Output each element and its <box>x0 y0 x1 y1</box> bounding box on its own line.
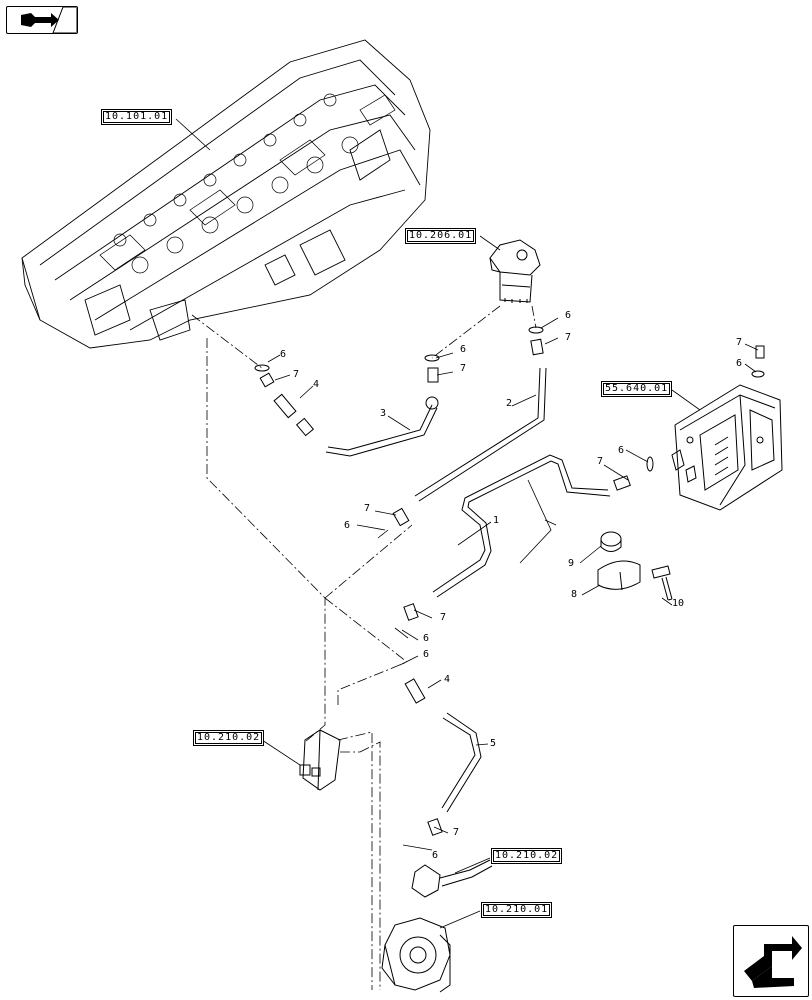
callout-7: 7 <box>453 827 460 838</box>
fuel-lines <box>325 367 611 887</box>
callout-5: 5 <box>490 738 497 749</box>
book-arrow-icon[interactable] <box>6 6 78 34</box>
ref-ecu[interactable]: 55.640.01 <box>601 381 673 397</box>
cylinder-head-drawing <box>21 39 431 349</box>
callout-6: 6 <box>460 344 467 355</box>
callout-6: 6 <box>432 850 439 861</box>
ecu-drawing <box>671 384 783 511</box>
callout-10: 10 <box>672 598 685 609</box>
callout-7: 7 <box>364 503 371 514</box>
fuel-pump-drawing <box>381 864 451 993</box>
callout-6: 6 <box>618 445 625 456</box>
callout-7: 7 <box>736 337 743 348</box>
routing-lines <box>191 305 537 990</box>
callout-6: 6 <box>565 310 572 321</box>
callout-2: 2 <box>506 398 513 409</box>
ref-pump-inlet[interactable]: 10.210.02 <box>491 848 563 864</box>
leader-lines <box>175 118 759 929</box>
callout-6: 6 <box>423 633 430 644</box>
callout-9: 9 <box>568 558 575 569</box>
callout-7: 7 <box>597 456 604 467</box>
callout-6: 6 <box>344 520 351 531</box>
callout-7: 7 <box>460 363 467 374</box>
callout-6: 6 <box>423 649 430 660</box>
ref-fuel-filter[interactable]: 10.206.01 <box>405 228 477 244</box>
ref-bracket[interactable]: 10.210.02 <box>193 730 265 746</box>
callout-4: 4 <box>444 674 451 685</box>
fittings <box>254 326 765 836</box>
callout-7: 7 <box>565 332 572 343</box>
ref-fuel-pump[interactable]: 10.210.01 <box>481 902 553 918</box>
ref-cylinder-head[interactable]: 10.101.01 <box>101 109 173 125</box>
clamp-parts-drawing <box>597 531 673 601</box>
callout-3: 3 <box>380 408 387 419</box>
callout-7: 7 <box>440 612 447 623</box>
fuel-filter-drawing <box>489 239 541 303</box>
callout-6: 6 <box>280 349 287 360</box>
callout-6: 6 <box>736 358 743 369</box>
callout-4: 4 <box>313 379 320 390</box>
callout-1: 1 <box>493 515 500 526</box>
callout-8: 8 <box>571 589 578 600</box>
callout-7: 7 <box>293 369 300 380</box>
bracket-drawing <box>299 729 341 791</box>
next-page-arrow-icon[interactable] <box>733 925 809 997</box>
